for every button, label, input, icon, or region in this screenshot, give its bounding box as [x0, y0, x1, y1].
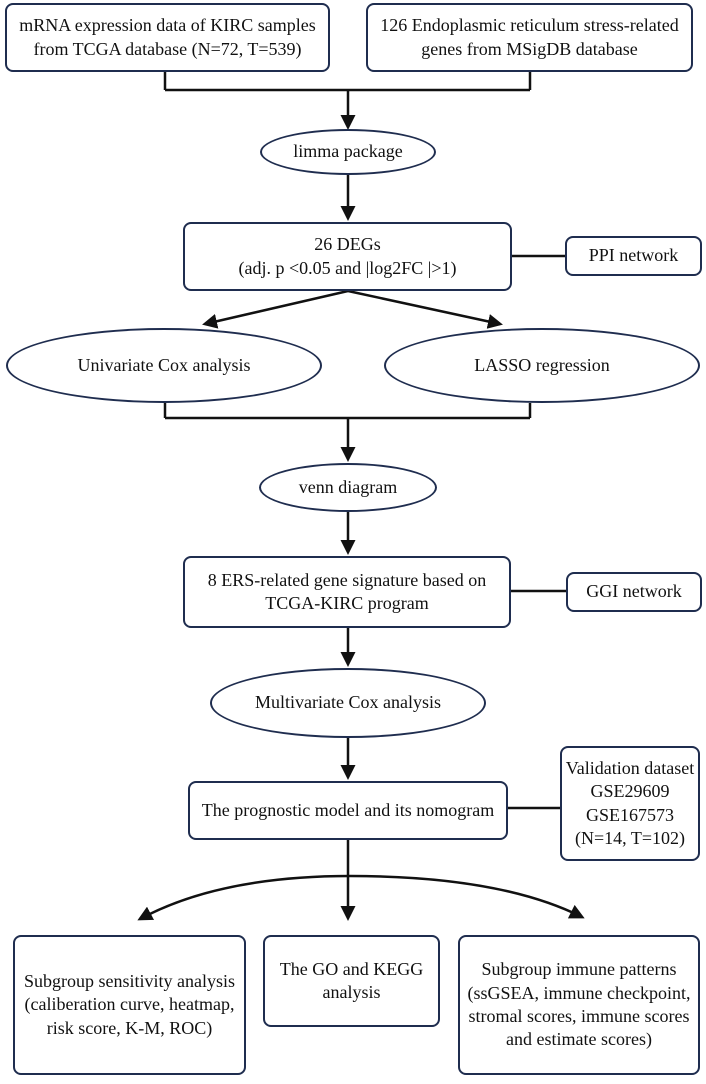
immune-patterns-box: Subgroup immune patterns (ssGSEA, immune… — [458, 935, 700, 1075]
univariate-cox-ellipse: Univariate Cox analysis — [6, 328, 322, 403]
ppi-network-box: PPI network — [565, 236, 702, 276]
limma-package-text: limma package — [293, 141, 403, 162]
subgroup-sensitivity-text: Subgroup sensitivity analysis (caliberat… — [24, 970, 235, 1038]
gene-signature-text: 8 ERS-related gene signature based on TC… — [207, 569, 487, 613]
degs-box: 26 DEGs (adj. p <0.05 and |log2FC |>1) — [183, 222, 512, 291]
msigdb-genes-box: 126 Endoplasmic reticulum stress-related… — [366, 3, 693, 72]
ppi-network-text: PPI network — [588, 245, 679, 266]
go-kegg-box: The GO and KEGG analysis — [263, 935, 440, 1027]
lasso-regression-ellipse: LASSO regression — [384, 328, 700, 403]
degs-text: 26 DEGs (adj. p <0.05 and |log2FC |>1) — [238, 234, 457, 278]
validation-dataset-box: Validation dataset GSE29609 GSE167573 (N… — [560, 746, 700, 861]
gene-signature-box: 8 ERS-related gene signature based on TC… — [183, 556, 511, 628]
msigdb-genes-text: 126 Endoplasmic reticulum stress-related… — [380, 15, 679, 59]
univariate-cox-text: Univariate Cox analysis — [77, 354, 251, 375]
tcga-data-text: mRNA expression data of KIRC samples fro… — [19, 15, 316, 59]
lasso-regression-text: LASSO regression — [474, 354, 610, 375]
venn-diagram-text: venn diagram — [298, 476, 398, 497]
prognostic-model-box: The prognostic model and its nomogram — [188, 781, 508, 840]
tcga-data-box: mRNA expression data of KIRC samples fro… — [5, 3, 330, 72]
venn-diagram-ellipse: venn diagram — [259, 463, 437, 512]
ggi-network-box: GGI network — [566, 572, 702, 612]
go-kegg-text: The GO and KEGG analysis — [279, 958, 424, 1002]
subgroup-sensitivity-box: Subgroup sensitivity analysis (caliberat… — [13, 935, 246, 1075]
prognostic-model-text: The prognostic model and its nomogram — [201, 799, 495, 820]
ggi-network-text: GGI network — [586, 581, 682, 602]
validation-dataset-text: Validation dataset GSE29609 GSE167573 (N… — [565, 757, 695, 848]
limma-package-ellipse: limma package — [260, 129, 436, 175]
multivariate-cox-ellipse: Multivariate Cox analysis — [210, 668, 486, 738]
multivariate-cox-text: Multivariate Cox analysis — [255, 692, 441, 713]
immune-patterns-text: Subgroup immune patterns (ssGSEA, immune… — [467, 959, 691, 1050]
